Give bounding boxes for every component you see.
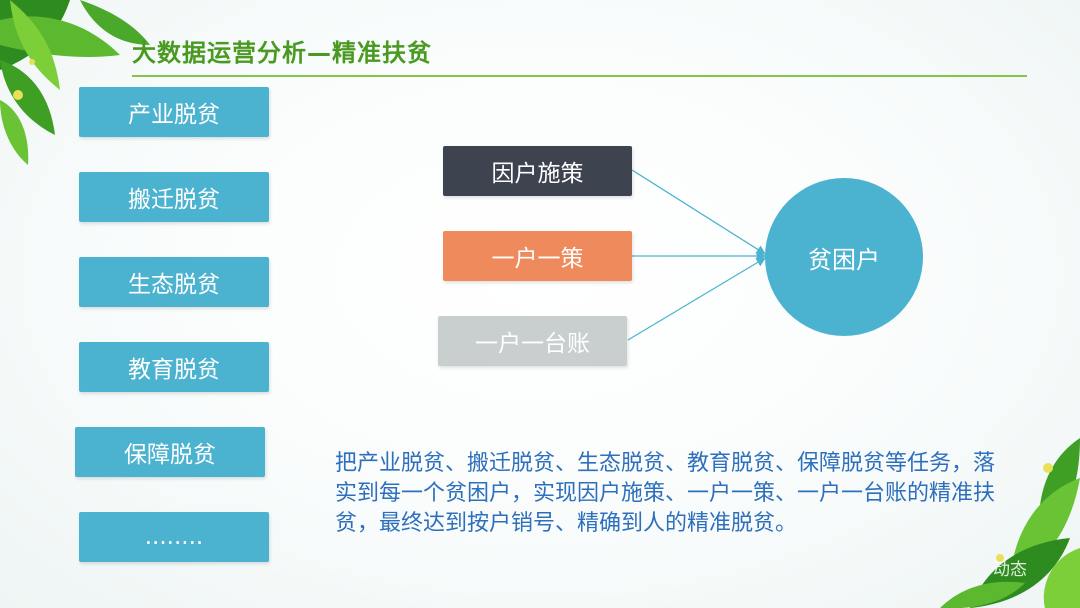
arrow-icon: [631, 169, 767, 255]
left-item-label: 生态脱贫: [128, 272, 220, 298]
page-title: 大数据运营分析—精准扶贫: [132, 39, 432, 67]
left-item-label: ........: [144, 524, 204, 550]
target-label: 贫困户: [808, 245, 880, 274]
left-item-label: 保障脱贫: [124, 442, 216, 468]
leaf-decoration-bottom-right-icon: [940, 438, 1080, 608]
left-item-label: 教育脱贫: [128, 357, 220, 383]
left-item-security: 保障脱贫: [75, 427, 265, 477]
middle-item-one-household-one-plan: 一户一策: [443, 231, 632, 281]
middle-item-label: 一户一台账: [475, 331, 590, 357]
left-item-relocation: 搬迁脱贫: [79, 172, 269, 222]
left-item-label: 搬迁脱贫: [128, 187, 220, 213]
left-item-industry: 产业脱贫: [79, 87, 269, 137]
left-item-more: ........: [79, 512, 269, 562]
watermark-text: 动态: [993, 560, 1027, 580]
middle-item-one-household-one-ledger: 一户一台账: [438, 316, 627, 366]
middle-item-label: 一户一策: [491, 246, 584, 272]
target-poor-household: 贫困户: [765, 178, 923, 336]
leaf-decoration-top-left-icon: [0, 0, 150, 165]
left-item-label: 产业脱贫: [128, 102, 220, 128]
arrow-icon: [627, 257, 767, 341]
middle-item-label: 因户施策: [491, 161, 584, 187]
left-item-education: 教育脱贫: [79, 342, 269, 392]
title-divider: [132, 75, 1027, 77]
description-text: 把产业脱贫、搬迁脱贫、生态脱贫、教育脱贫、保障脱贫等任务，落实到每一个贫困户，实…: [335, 451, 996, 536]
left-item-ecology: 生态脱贫: [79, 257, 269, 307]
middle-item-per-household-policy: 因户施策: [443, 146, 632, 196]
